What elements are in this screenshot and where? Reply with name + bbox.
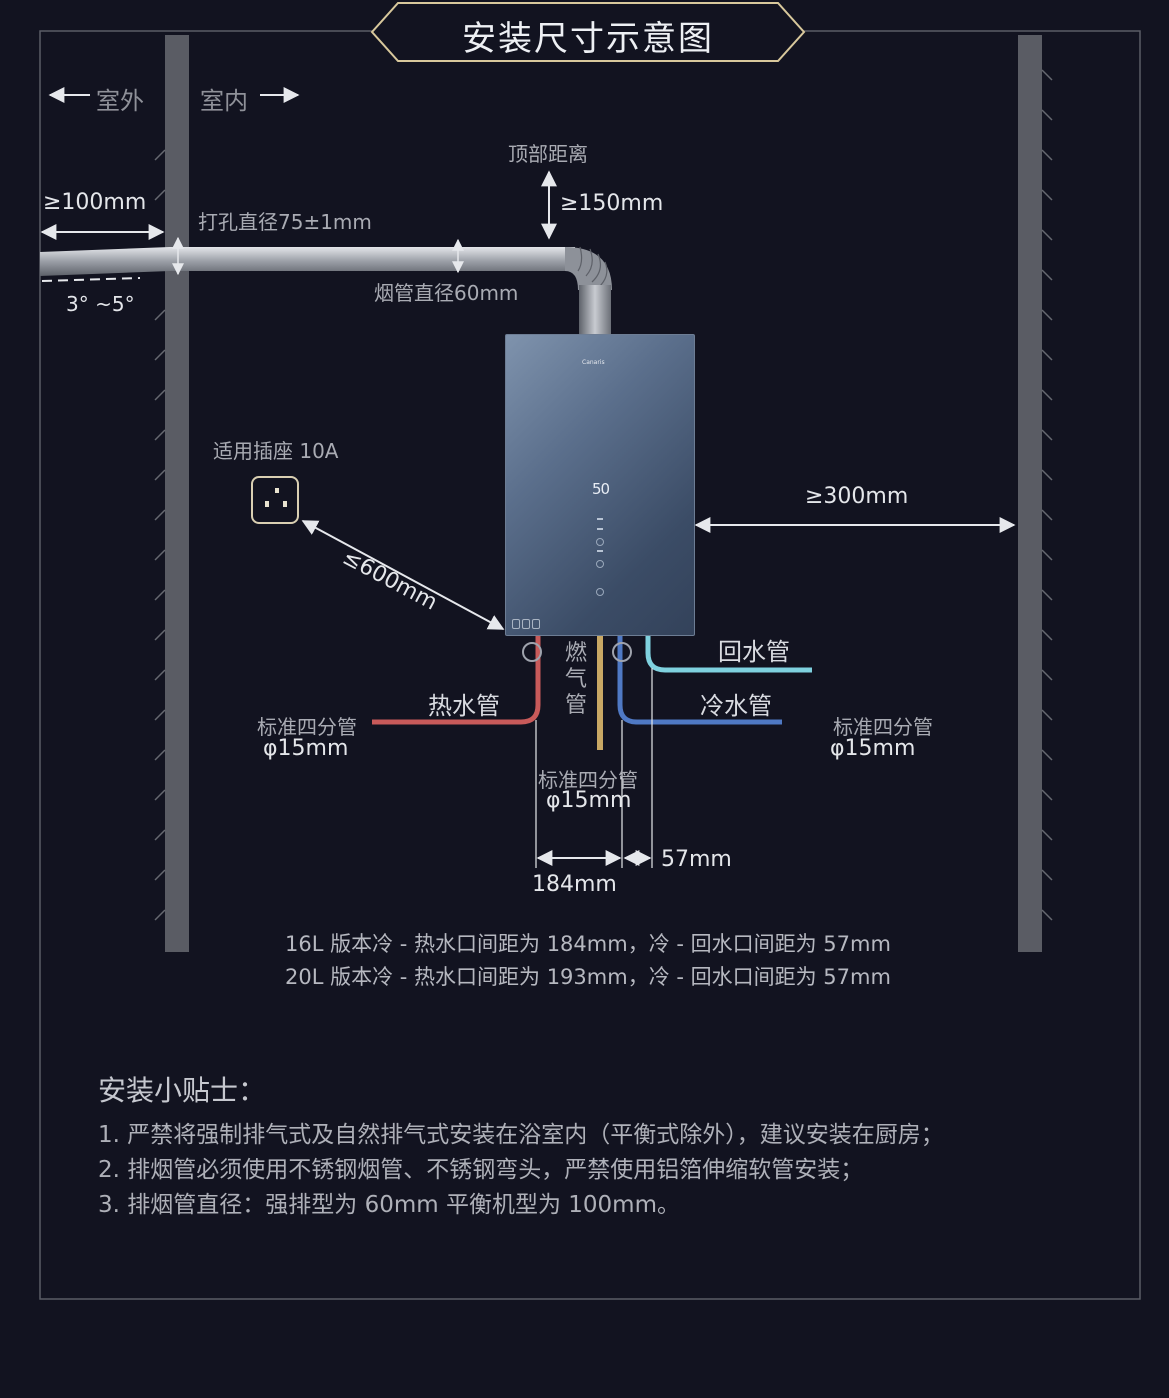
- slope-label: 3° ~5°: [66, 292, 135, 316]
- title-banner-box: 安装尺寸示意图: [372, 3, 804, 61]
- heater-button: [596, 560, 604, 568]
- heater-port: [532, 619, 540, 629]
- gas-pipe-label: 燃气管: [565, 641, 588, 718]
- left-wall-hatch: [154, 149, 166, 921]
- pipe-std-right: 标准四分管: [833, 715, 933, 739]
- left-wall: [165, 35, 189, 952]
- flue-diameter-label: 烟管直径60mm: [374, 281, 519, 305]
- tip-item: 3. 排烟管直径：强排型为 60mm 平衡机型为 100mm。: [98, 1192, 680, 1218]
- socket-distance-arrow: [301, 520, 505, 630]
- tip-item: 2. 排烟管必须使用不锈钢烟管、不锈钢弯头，严禁使用铝箔伸缩软管安装；: [98, 1157, 864, 1183]
- side-distance-label: ≥300mm: [805, 484, 909, 509]
- pipe-dia-left: φ15mm: [263, 736, 349, 761]
- heater-button: [596, 538, 604, 546]
- valve-right: [612, 642, 632, 662]
- heater-indicator: [597, 528, 603, 530]
- cold-water-pipe: [617, 636, 782, 725]
- heater-indicator: [597, 550, 603, 552]
- spacing-57-label: 57mm: [661, 847, 732, 872]
- tip-item: 1. 严禁将强制排气式及自然排气式安装在浴室内（平衡式除外），建议安装在厨房；: [98, 1122, 944, 1148]
- heater-indicator: [597, 518, 603, 520]
- wall-gap-label: ≥100mm: [43, 190, 147, 215]
- spacing-note-20l: 20L 版本冷 - 热水口间距为 193mm，冷 - 回水口间距为 57mm: [285, 965, 891, 989]
- flue-pipe-horizontal: [40, 247, 575, 276]
- socket-icon: [251, 476, 299, 524]
- spacing-note-16l: 16L 版本冷 - 热水口间距为 184mm，冷 - 回水口间距为 57mm: [285, 932, 891, 956]
- right-wall-hatch: [1041, 69, 1053, 921]
- pipe-dia-center: φ15mm: [546, 788, 632, 813]
- flue-elbow: [565, 247, 612, 290]
- title-banner: [370, 1, 806, 62]
- tips-title: 安装小贴士：: [98, 1074, 267, 1107]
- indoor-label: 室内: [200, 87, 248, 115]
- return-water-pipe: [645, 636, 812, 673]
- right-wall: [1018, 35, 1042, 952]
- hot-water-label: 热水管: [428, 692, 500, 720]
- page-title: 安装尺寸示意图: [462, 19, 714, 59]
- top-distance-caption: 顶部距离: [508, 142, 588, 166]
- slope-dash: [41, 277, 141, 282]
- spacing-184-label: 184mm: [532, 872, 617, 897]
- top-distance-label: ≥150mm: [560, 191, 664, 216]
- socket-label: 适用插座 10A: [213, 439, 339, 463]
- water-heater: Canaris 50: [505, 334, 695, 636]
- heater-display: 50: [592, 480, 610, 498]
- pipe-std-left: 标准四分管: [257, 715, 357, 739]
- flue-pipe-vertical: [579, 285, 611, 335]
- heater-power-button: [596, 588, 604, 596]
- heater-port: [512, 619, 520, 629]
- hole-diameter-label: 打孔直径75±1mm: [198, 210, 372, 234]
- valve-left: [522, 642, 542, 662]
- outdoor-label: 室外: [96, 87, 144, 115]
- pipe-std-center: 标准四分管: [538, 768, 638, 792]
- cold-water-label: 冷水管: [700, 692, 772, 720]
- heater-port: [522, 619, 530, 629]
- heater-brand: Canaris: [582, 359, 605, 366]
- return-water-label: 回水管: [718, 638, 790, 666]
- hot-water-pipe: [372, 636, 541, 725]
- pipe-dia-right: φ15mm: [830, 736, 916, 761]
